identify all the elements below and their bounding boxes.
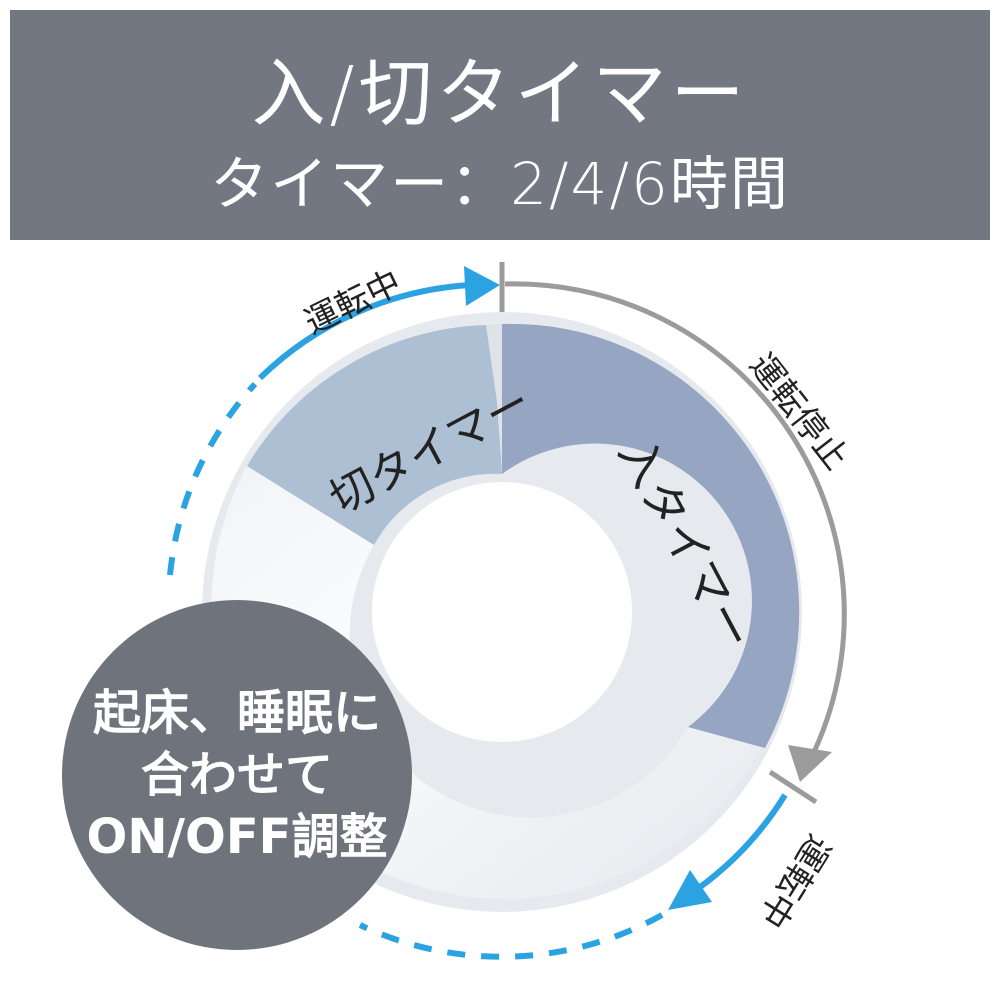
running-label-bottom: 運転中: [750, 827, 838, 935]
header-banner: 入/切タイマー タイマー：2/4/6時間: [10, 10, 990, 240]
running-arrow-head-bottom-icon: [668, 870, 712, 910]
running-arrow-head-top-icon: [464, 266, 500, 306]
off-timer-segment: [247, 325, 502, 545]
running-label-top: 運転中: [298, 262, 407, 343]
page-title: 入/切タイマー: [251, 51, 749, 137]
running-arc-top: [257, 282, 471, 381]
running-arc-bottom-dashed: [358, 912, 664, 960]
callout-line-2: 合わせて: [140, 747, 333, 803]
running-arc-bottom: [694, 793, 788, 893]
running-arc-left-dashed: [167, 381, 258, 576]
callout-line-1: 起床、睡眠に: [92, 685, 381, 741]
stop-tick: [768, 769, 818, 805]
callout-line-3: ON/OFF調整: [86, 809, 388, 865]
stopped-arc: [504, 281, 847, 754]
callout-bubble: 起床、睡眠に 合わせて ON/OFF調整: [62, 600, 412, 950]
page-subtitle: タイマー：2/4/6時間: [210, 150, 790, 218]
on-timer-segment: [502, 323, 800, 748]
stopped-arrow-head-icon: [788, 745, 832, 782]
